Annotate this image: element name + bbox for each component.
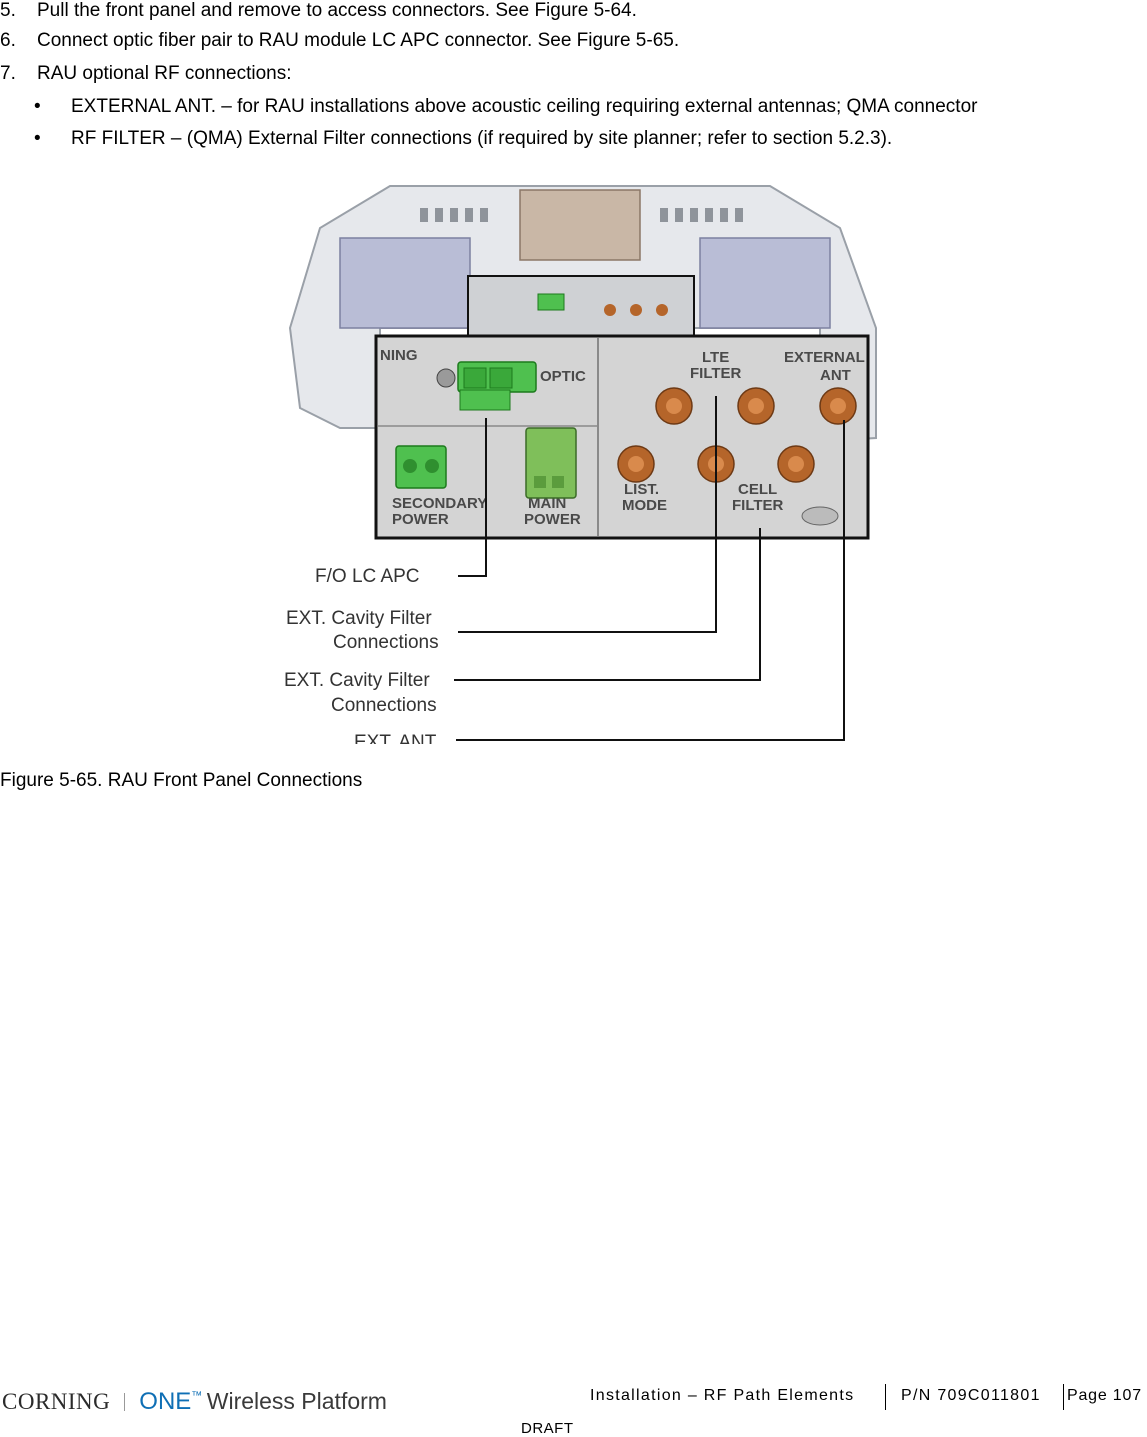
logo-divider	[124, 1393, 126, 1411]
label-filter: FILTER	[690, 365, 742, 382]
main-power-connector	[525, 427, 577, 499]
rau-front-panel-figure: NING OPTIC LTE FILTER EXTERNAL ANT SECON…	[284, 185, 877, 744]
label-cell: CELL	[738, 481, 777, 498]
label-optic: OPTIC	[540, 368, 586, 385]
upper-panel	[467, 275, 695, 339]
label-main: MAIN	[528, 495, 566, 512]
label-mode: MODE	[622, 497, 667, 514]
label-ning: NING	[380, 347, 418, 364]
callout-ext-cavity-1: EXT. Cavity Filter	[286, 608, 432, 629]
panel-screw	[801, 506, 839, 526]
step-text: Connect optic fiber pair to RAU module L…	[37, 30, 680, 51]
logo-one: ONE	[139, 1388, 192, 1415]
label-external: EXTERNAL	[784, 349, 865, 366]
label-secondary-power: POWER	[392, 511, 449, 528]
corning-one-logo: CORNING ONE™ Wireless Platform	[2, 1388, 387, 1418]
step-text: RAU optional RF connections:	[37, 63, 292, 84]
bullet-mark: •	[34, 96, 41, 117]
logo-platform: Wireless Platform	[206, 1388, 387, 1414]
callout-ext-ant: EXT. ANT	[354, 732, 437, 744]
vent-slots	[420, 208, 743, 222]
logo-tm: ™	[191, 1390, 203, 1402]
footer-section: Installation – RF Path Elements	[590, 1387, 855, 1404]
bullet-text: EXTERNAL ANT. – for RAU installations ab…	[71, 96, 978, 117]
bullet-text: RF FILTER – (QMA) External Filter connec…	[71, 128, 893, 149]
secondary-power-connector	[395, 445, 447, 489]
callout-fo-lc-apc: F/O LC APC	[315, 566, 420, 587]
leader-lines	[454, 396, 845, 741]
label-ant: ANT	[820, 367, 851, 384]
optic-lc-connector	[436, 361, 537, 411]
label-main-power: POWER	[524, 511, 581, 528]
footer-divider	[1063, 1384, 1064, 1410]
logo-corning: CORNING	[2, 1389, 111, 1414]
label-lte: LTE	[702, 349, 729, 366]
footer-part-number: P/N 709C011801	[901, 1387, 1041, 1404]
label-list: LIST.	[624, 481, 659, 498]
footer-divider	[885, 1384, 886, 1410]
footer-page: Page 107	[1067, 1387, 1142, 1404]
step-text: Pull the front panel and remove to acces…	[37, 0, 637, 21]
mounting-plate	[519, 189, 641, 261]
callout-ext-cavity-1-connections: Connections	[333, 632, 439, 653]
draft-mark: DRAFT	[521, 1420, 574, 1437]
right-module	[699, 237, 831, 329]
figure-caption: Figure 5-65. RAU Front Panel Connections	[0, 770, 363, 791]
callout-ext-cavity-2-connections: Connections	[331, 695, 437, 716]
left-module	[339, 237, 471, 329]
label-cell-filter: FILTER	[732, 497, 784, 514]
step-number: 7.	[0, 63, 16, 84]
callout-ext-cavity-2: EXT. Cavity Filter	[284, 670, 430, 691]
bullet-mark: •	[34, 128, 41, 149]
step-number: 6.	[0, 30, 16, 51]
label-secondary: SECONDARY	[392, 495, 487, 512]
step-number: 5.	[0, 0, 16, 21]
